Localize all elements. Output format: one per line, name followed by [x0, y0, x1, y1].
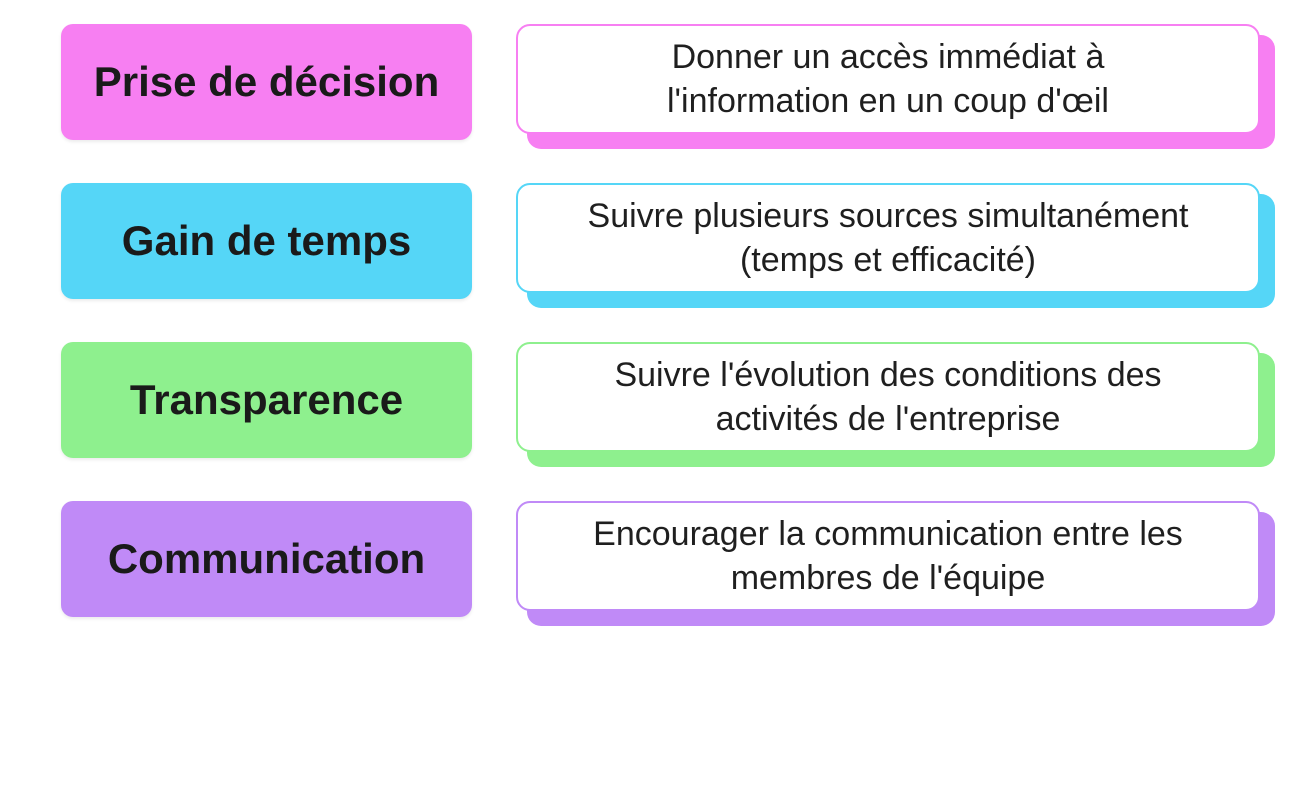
benefit-description-box: Donner un accès immédiat à l'information…: [516, 24, 1260, 134]
benefit-description: Suivre plusieurs sources simultanément (…: [588, 194, 1189, 282]
description-line: Encourager la communication entre les: [593, 515, 1183, 553]
benefit-row-transparency: Transparence Suivre l'évolution des cond…: [0, 342, 1304, 472]
description-line: Suivre l'évolution des conditions des: [614, 356, 1162, 394]
description-line: (temps et efficacité): [739, 241, 1037, 279]
benefit-label: Transparence: [129, 376, 404, 423]
benefit-description-box: Suivre l'évolution des conditions des ac…: [516, 342, 1260, 452]
benefit-description: Encourager la communication entre les me…: [593, 512, 1183, 600]
benefit-label: Communication: [107, 535, 426, 582]
benefit-label: Prise de décision: [93, 58, 440, 105]
description-line: membres de l'équipe: [730, 559, 1046, 597]
benefit-label-box: Communication: [61, 501, 472, 617]
benefit-description-box: Suivre plusieurs sources simultanément (…: [516, 183, 1260, 293]
description-line: Donner un accès immédiat à: [671, 38, 1105, 76]
benefit-description: Suivre l'évolution des conditions des ac…: [614, 353, 1161, 441]
benefit-description: Donner un accès immédiat à l'information…: [667, 35, 1109, 123]
description-line: Suivre plusieurs sources simultanément: [587, 197, 1189, 235]
benefit-label-box: Transparence: [61, 342, 472, 458]
benefit-label-box: Prise de décision: [61, 24, 472, 140]
benefit-label-box: Gain de temps: [61, 183, 472, 299]
benefit-description-box: Encourager la communication entre les me…: [516, 501, 1260, 611]
benefit-label: Gain de temps: [121, 217, 412, 264]
benefit-row-time: Gain de temps Suivre plusieurs sources s…: [0, 183, 1304, 313]
description-line: activités de l'entreprise: [715, 400, 1061, 438]
benefit-row-communication: Communication Encourager la communicatio…: [0, 501, 1304, 631]
benefit-row-decision: Prise de décision Donner un accès immédi…: [0, 24, 1304, 154]
description-line: l'information en un coup d'œil: [667, 82, 1109, 120]
